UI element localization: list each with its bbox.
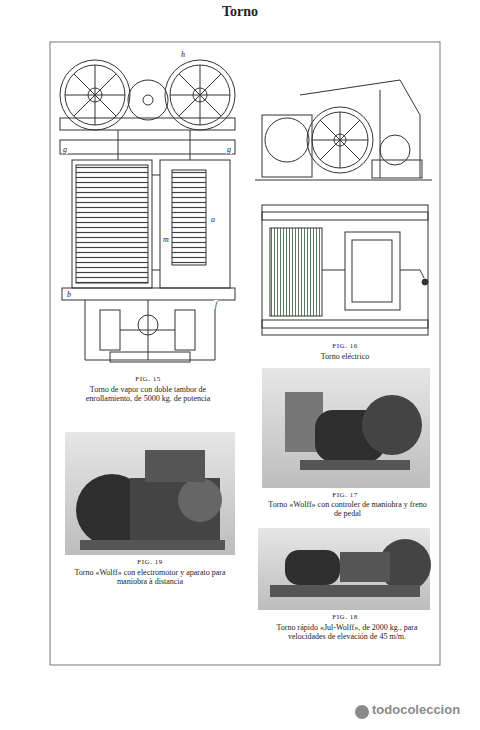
figure-number: FIG. 17 (295, 491, 395, 499)
figure-number: FIG. 18 (295, 613, 395, 621)
part-letter: m (162, 235, 170, 244)
part-letter: b (66, 290, 72, 299)
part-letter: a (210, 215, 216, 224)
figure-caption: Torno rápido «Jul-Wolff», de 2000 kg., p… (262, 623, 432, 641)
figure-number: FIG. 15 (98, 375, 198, 383)
part-letter: g (62, 145, 68, 154)
figure-number: FIG. 16 (295, 342, 395, 350)
figure-caption: Torno de vapor con doble tambor de enrol… (68, 385, 228, 403)
figure-caption: Torno eléctrico (270, 352, 420, 361)
part-letter: f (214, 300, 218, 309)
figure-number: FIG. 19 (100, 558, 200, 566)
part-letter: h (180, 50, 186, 59)
part-letter: g (226, 145, 232, 154)
watermark: todocoleccion (372, 703, 460, 718)
figure-caption: Torno «Wolff» con controler de maniobra … (265, 500, 430, 518)
page-title: Torno (140, 4, 340, 20)
figure-caption: Torno «Wolff» con electromotor y aparato… (65, 568, 235, 586)
